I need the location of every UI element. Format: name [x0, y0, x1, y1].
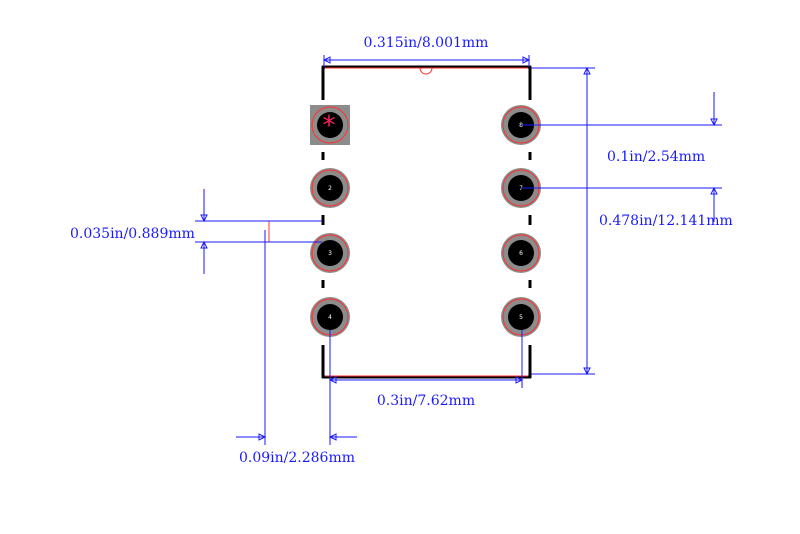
pin-number-label: 5: [519, 314, 523, 321]
dimension-lines: [195, 55, 722, 445]
pad-pin-2: 2: [310, 168, 350, 208]
row-spacing-label: 0.3in/7.62mm: [377, 393, 475, 409]
pin1-notch: [419, 67, 433, 75]
pad-pin-4: 4: [310, 297, 350, 337]
pad-courtyard: [502, 234, 540, 272]
pad-pin-1: [311, 106, 349, 144]
pin-number-label: 2: [328, 185, 332, 192]
pad-drill-hole: [508, 304, 534, 330]
body-height-label: 0.478in/12.141mm: [599, 213, 733, 229]
pad-pin-5: 5: [501, 297, 541, 337]
pin-number-label: 3: [328, 250, 332, 257]
package-outline: [321, 65, 532, 379]
pad-drill-hole: [317, 175, 343, 201]
pad-pin-3: 3: [310, 233, 350, 273]
pad-drill-hole: [317, 240, 343, 266]
dimension-arrows: [200, 56, 718, 441]
courtyard-outline: [268, 67, 528, 377]
pin1-marker: *: [323, 111, 336, 141]
pad-width-label: 0.035in/0.889mm: [70, 226, 195, 242]
pad-pin-6: 6: [501, 233, 541, 273]
body-width-label: 0.315in/8.001mm: [364, 35, 489, 51]
pin-number-label: 4: [328, 314, 332, 321]
pad-extension-label: 0.09in/2.286mm: [239, 450, 355, 466]
pad-drill-hole: [317, 112, 343, 138]
pad-courtyard: [311, 234, 349, 272]
pin-number-label: 6: [519, 250, 523, 257]
pad-courtyard: [311, 169, 349, 207]
pad-drill-hole: [508, 240, 534, 266]
pad-courtyard: [502, 298, 540, 336]
pad-drill-hole: [317, 304, 343, 330]
pad-courtyard: [311, 106, 349, 144]
pin-pitch-label: 0.1in/2.54mm: [607, 149, 705, 165]
